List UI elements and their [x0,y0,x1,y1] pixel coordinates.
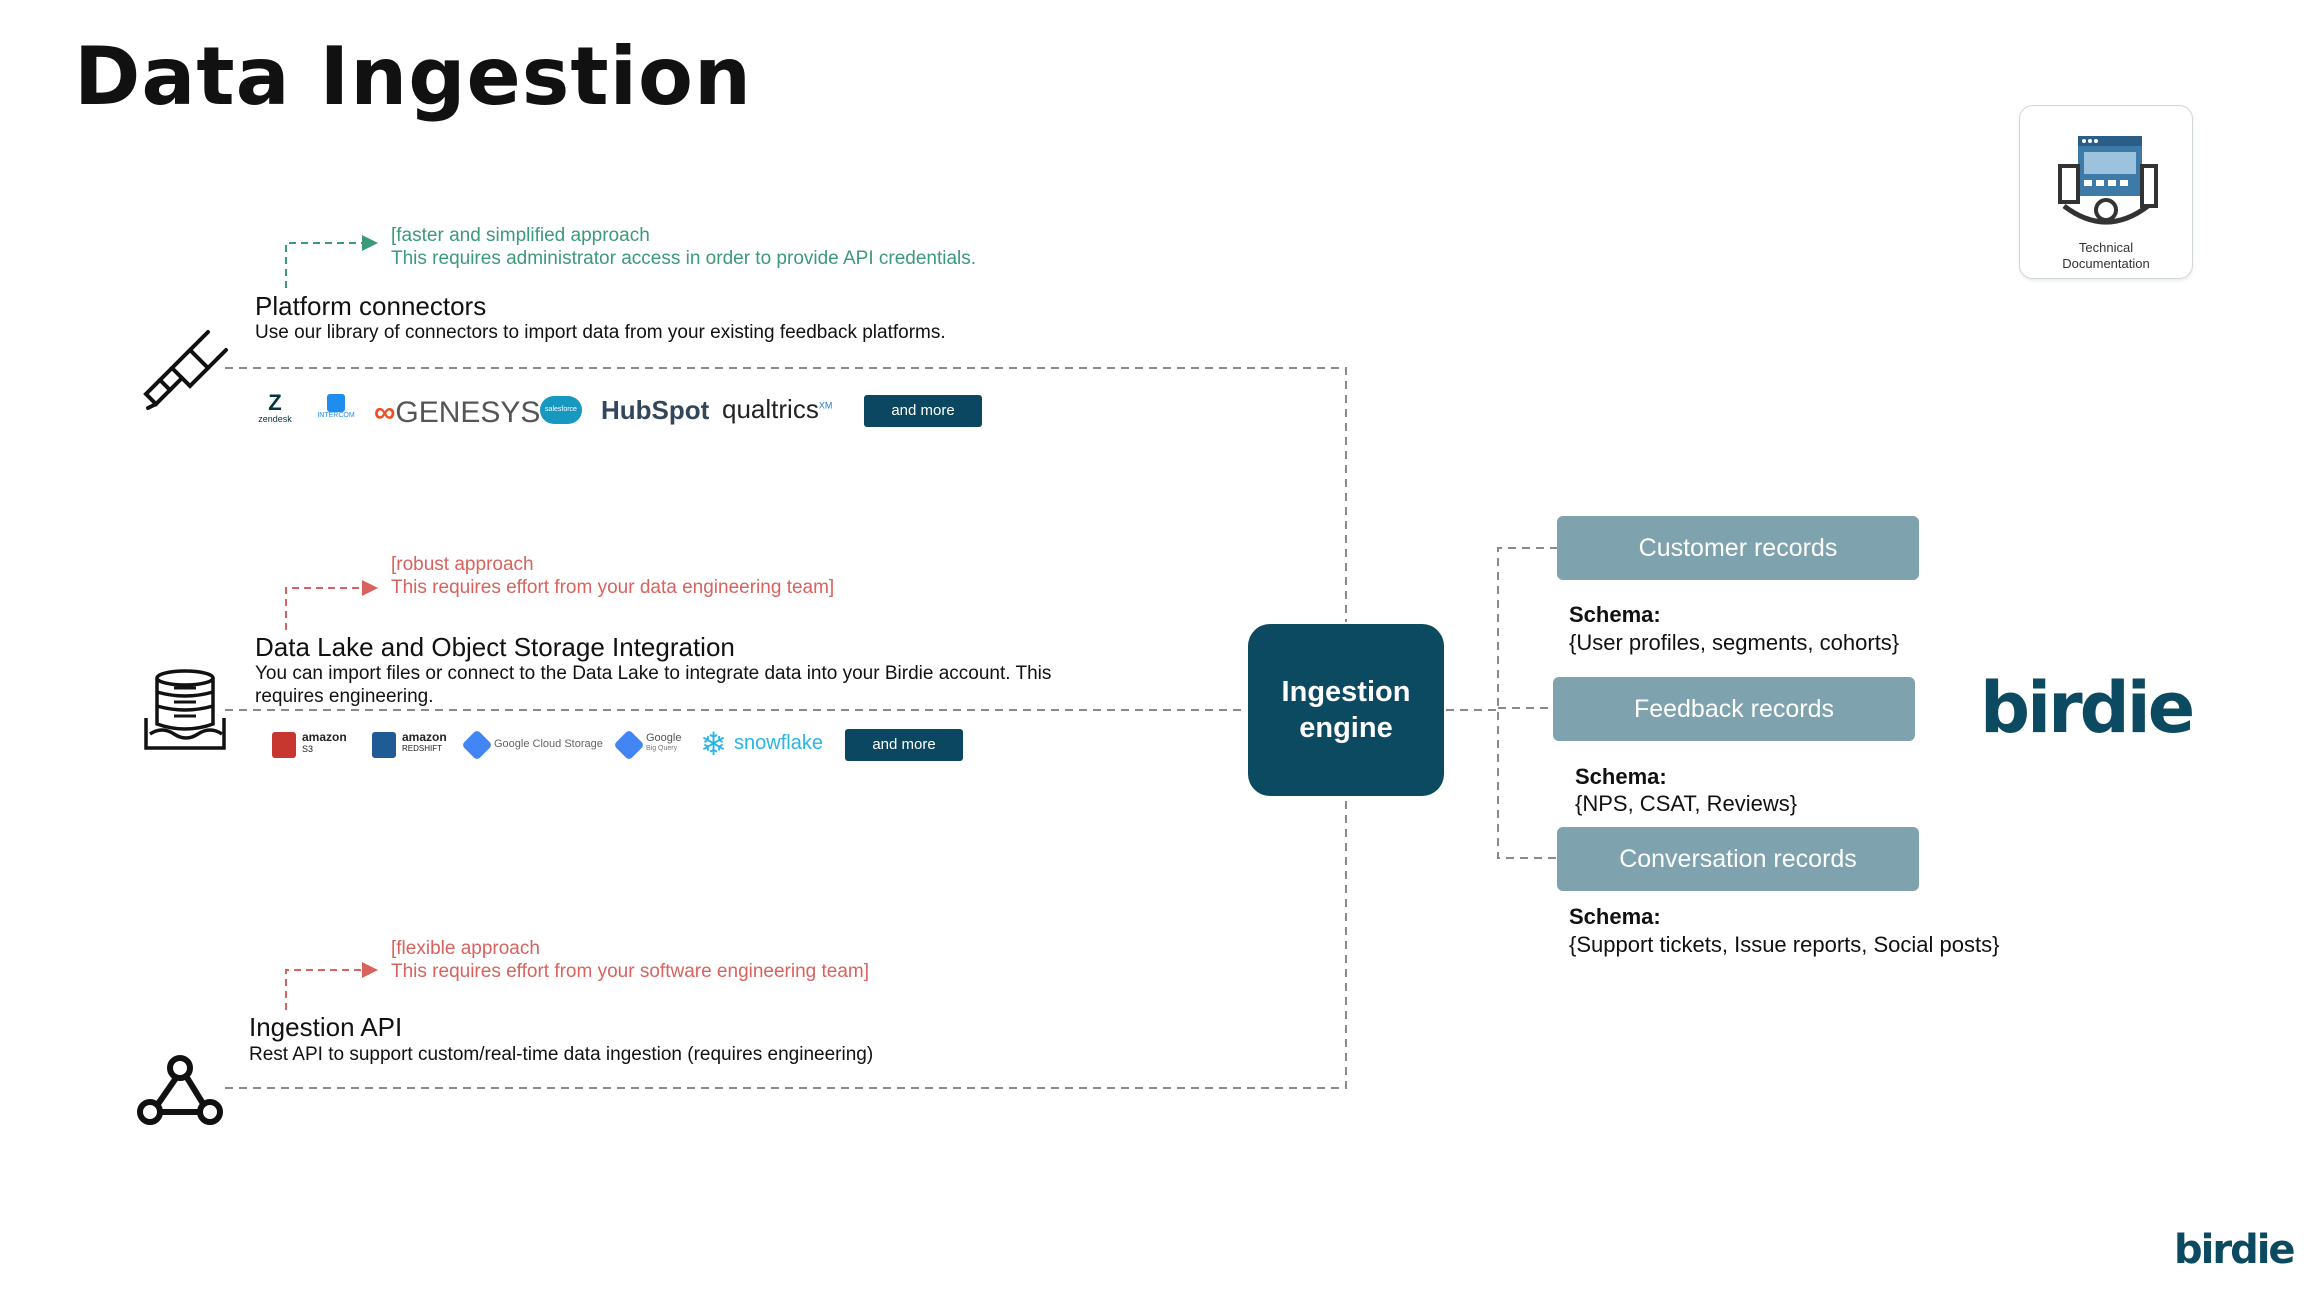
red-note-arrow-1 [285,587,362,630]
platform-and-more-button[interactable]: and more [864,395,982,427]
datalake-description-line1: You can import files or connect to the D… [255,663,1052,684]
api-connector-line [225,798,1347,1089]
conversation-schema-label: Schema: [1569,904,1661,929]
plug-icon [143,330,228,410]
platform-description: Use our library of connectors to import … [255,322,946,343]
page-title: Data Ingestion [74,30,752,123]
datalake-and-more-button[interactable]: and more [845,729,963,761]
customer-schema: {User profiles, segments, cohorts} [1569,630,1900,655]
birdie-logo-large: birdie [1980,667,2195,749]
api-description: Rest API to support custom/real-time dat… [249,1044,874,1065]
api-title: Ingestion API [249,1012,403,1042]
platform-note-line1: [faster and simplified approach [391,225,650,246]
documentation-icon [2058,136,2158,225]
technical-documentation-card[interactable]: Technical Documentation [2019,105,2193,279]
doc-card-line1: Technical [2078,240,2134,255]
api-note-line2: This requires effort from your software … [391,961,870,982]
records-bracket-line [1497,547,1558,859]
datalake-title: Data Lake and Object Storage Integration [255,632,735,662]
feedback-schema: {NPS, CSAT, Reviews} [1575,791,1798,816]
platform-connector-line [225,367,1347,622]
salesforce-logo: salesforce [540,396,582,424]
customer-records-box[interactable]: Customer records [1557,516,1919,580]
datalake-note-line2: This requires effort from your data engi… [391,577,835,598]
webhook-icon [137,1055,223,1125]
conversation-schema: {Support tickets, Issue reports, Social … [1569,932,2000,957]
engine-line2: engine [1299,712,1393,744]
qualtrics-logo: qualtricsXM [722,394,833,424]
datalake-description-line2: requires engineering. [255,686,434,707]
genesys-logo: ∞GENESYS [374,396,541,429]
customer-schema-label: Schema: [1569,602,1661,627]
intercom-logo: INTERCOM [316,394,356,419]
conversation-records-box[interactable]: Conversation records [1557,827,1919,891]
doc-card-line2: Documentation [2062,256,2150,271]
engine-line1: Ingestion [1281,676,1411,708]
database-icon [144,669,226,750]
feedback-schema-label: Schema: [1575,764,1667,789]
datalake-note-line1: [robust approach [391,554,534,575]
feedback-records-box[interactable]: Feedback records [1553,677,1915,741]
api-note-line1: [flexible approach [391,938,540,959]
zendesk-logo: Z zendesk [258,390,292,425]
red-note-arrow-2 [285,969,362,1010]
green-note-arrow [285,242,362,288]
platform-note-line2: This requires administrator access in or… [391,248,977,269]
birdie-logo-small: birdie [2174,1227,2296,1273]
ingestion-engine-box: Ingestion engine [1248,624,1444,796]
platform-title: Platform connectors [255,291,487,321]
hubspot-logo: HubSpot [601,395,710,425]
